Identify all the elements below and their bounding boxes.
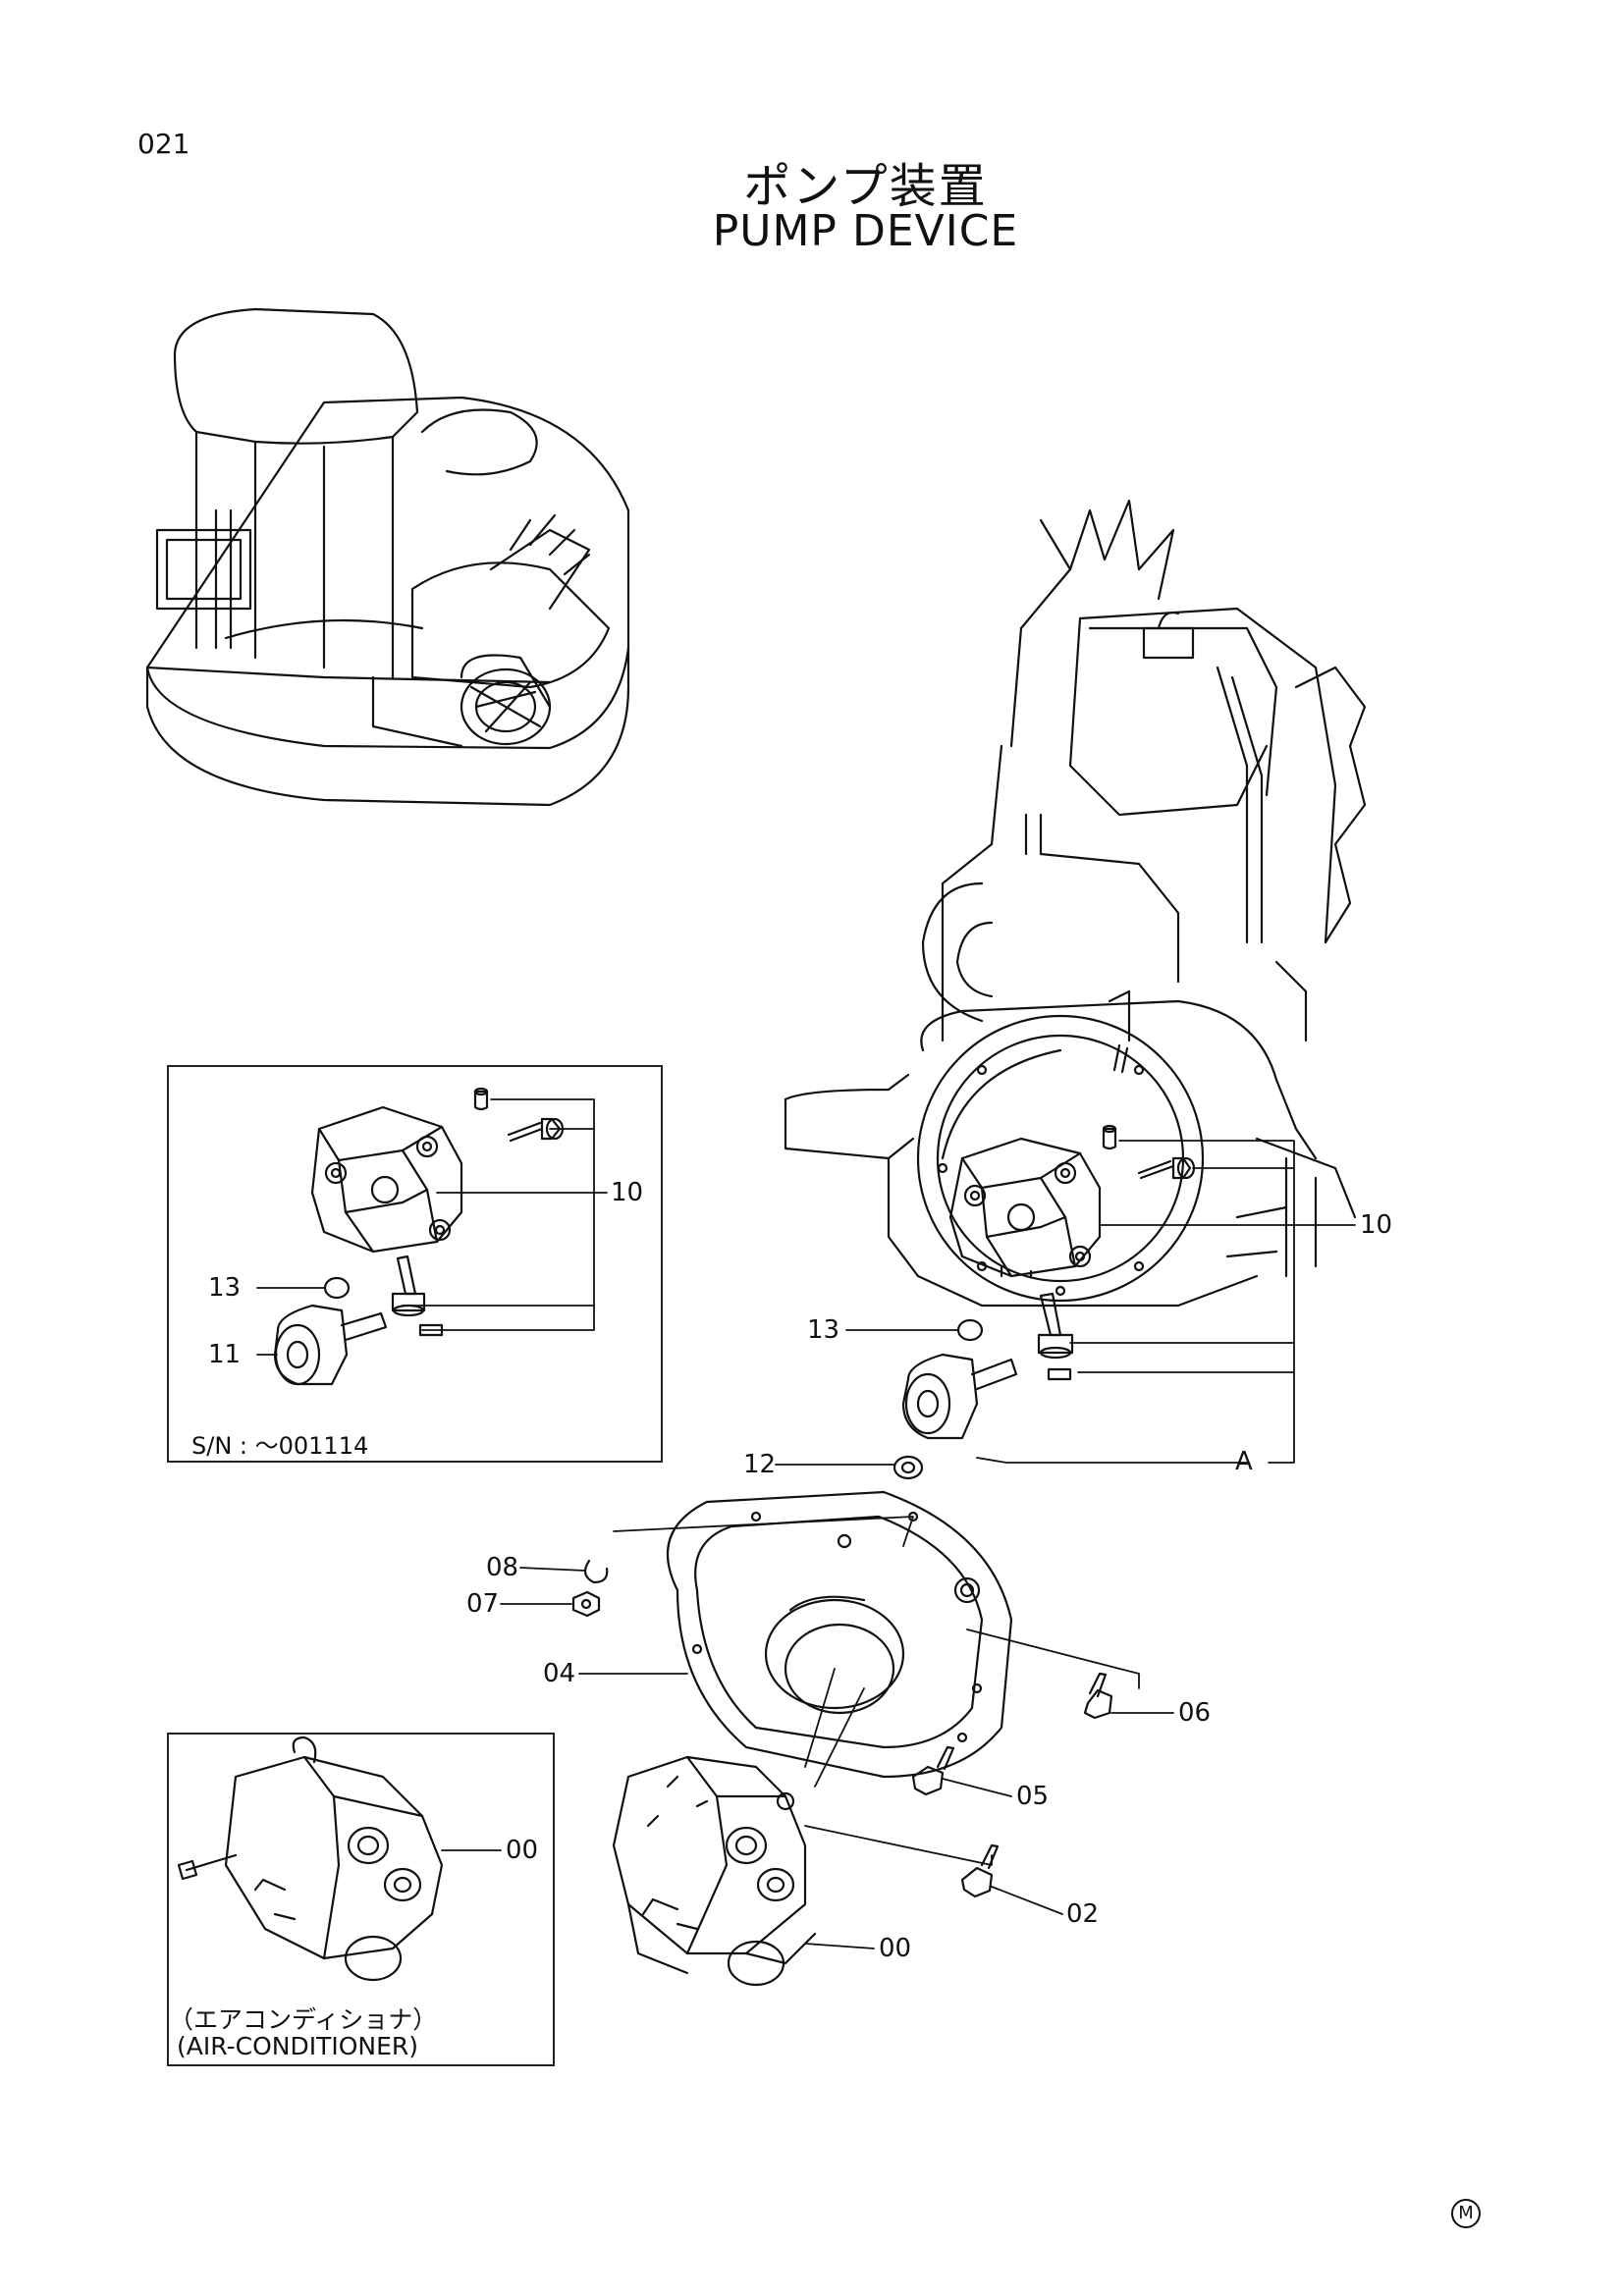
callout-07: 07: [466, 1589, 500, 1619]
page-title-english: PUMP DEVICE: [712, 206, 1019, 256]
callout-a: A: [1235, 1447, 1253, 1476]
callout-08: 08: [486, 1553, 519, 1582]
inset-coupling-illustration: [273, 1087, 565, 1386]
callout-10: 10: [1360, 1210, 1393, 1240]
callout-10-inset: 10: [611, 1178, 644, 1207]
fasteners-illustration: [571, 1455, 1113, 1898]
callout-04: 04: [543, 1659, 576, 1688]
callout-00: 00: [879, 1934, 912, 1963]
inset-aircon-pump-illustration: [177, 1735, 444, 1982]
callout-05: 05: [1016, 1782, 1050, 1811]
callout-leader-lines: [256, 1098, 1356, 1949]
callout-12: 12: [743, 1450, 777, 1479]
callout-02: 02: [1066, 1899, 1100, 1929]
corner-mark-badge: M: [1451, 2199, 1481, 2228]
main-pump-illustration: [612, 1755, 817, 1987]
main-coupling-illustration: [901, 1124, 1196, 1440]
excavator-overview-illustration: [145, 307, 630, 807]
page-number: 021: [137, 128, 190, 160]
serial-number-note: S/N : ～001114: [191, 1432, 369, 1460]
page-title-japanese: ポンプ装置: [743, 159, 988, 214]
callout-06: 06: [1178, 1698, 1212, 1728]
inset-coupling-box: [167, 1065, 663, 1463]
aircon-caption-japanese: （エアコンディショナ）: [169, 2005, 438, 2034]
adapter-plate-illustration: [666, 1490, 1013, 1779]
aircon-caption-english: (AIR-CONDITIONER): [177, 2032, 419, 2060]
callout-13: 13: [807, 1315, 840, 1345]
callout-00-inset: 00: [506, 1836, 539, 1865]
engine-illustration: [784, 499, 1367, 1308]
inset-aircon-box: [167, 1733, 555, 2066]
callout-13-inset: 13: [208, 1273, 242, 1303]
callout-11-inset: 11: [208, 1340, 242, 1369]
